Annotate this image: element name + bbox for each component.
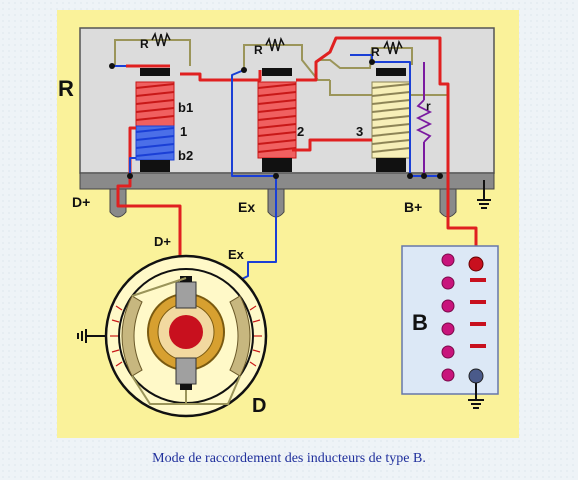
label-dplus-terminal: D+: [72, 194, 90, 210]
label-coil3: 3: [356, 124, 363, 139]
figure-caption: Mode de raccordement des inducteurs de t…: [152, 451, 426, 466]
brush-top: [175, 281, 197, 309]
coil1-core: [140, 160, 170, 172]
resistor-r-vertical: [415, 99, 433, 143]
armature-core: [169, 315, 203, 349]
label-bplus-terminal: B+: [404, 199, 422, 215]
battery-ground-icon: [468, 383, 484, 409]
dynamo-field-wire: [185, 375, 241, 405]
coil2-armature: [262, 68, 292, 76]
label-dynamo: D: [252, 395, 266, 417]
coil3-armature: [376, 68, 406, 76]
red-wires: [116, 36, 478, 280]
connection-dots: [109, 59, 443, 179]
label-coil2: 2: [297, 124, 304, 139]
field-winding-left: [121, 295, 143, 377]
ground-icon: [477, 180, 491, 209]
coil2-core: [262, 158, 292, 172]
resistor-r1: [151, 31, 171, 47]
battery-cells: [441, 253, 455, 382]
brush-bottom: [175, 357, 197, 385]
label-b1: b1: [178, 100, 193, 115]
label-r1: R: [140, 37, 149, 51]
blue-wires: [112, 54, 440, 283]
label-dplus-dynamo: D+: [154, 234, 171, 249]
resistor-r2: [265, 36, 285, 52]
label-ex-terminal: Ex: [238, 199, 255, 215]
field-winding-right: [229, 295, 251, 377]
battery-negative-terminal: [468, 368, 484, 384]
regulator-base: [79, 172, 495, 190]
label-coil1: 1: [180, 124, 187, 139]
label-r3: R: [371, 45, 380, 59]
label-battery: B: [412, 310, 428, 335]
battery-positive-terminal: [468, 256, 484, 272]
dynamo-ground-icon: [77, 329, 106, 343]
label-b2: b2: [178, 148, 193, 163]
label-ex-dynamo: Ex: [228, 247, 245, 262]
label-r2: R: [254, 43, 263, 57]
coil1-armature: [140, 68, 170, 76]
label-regulator: R: [58, 76, 74, 101]
coil3-core: [376, 158, 406, 172]
label-r-small: r: [426, 99, 431, 113]
resistor-r3: [383, 39, 403, 55]
